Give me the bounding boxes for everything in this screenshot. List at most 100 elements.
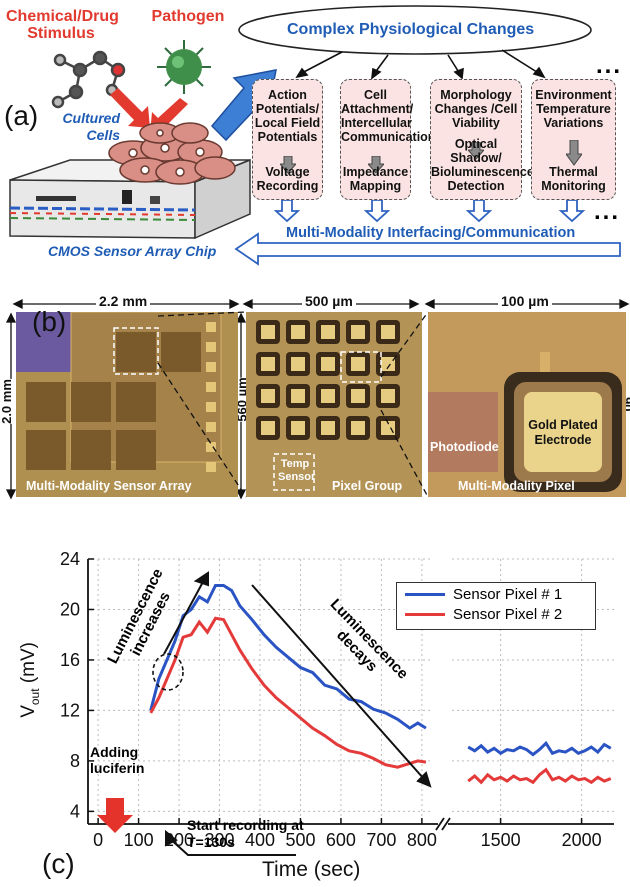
pixel-render [428, 312, 626, 497]
photodiode-label: Photodiode [430, 440, 499, 454]
pixel-electrode [321, 325, 335, 339]
electrode-label: Gold Plated Electrode [528, 418, 598, 447]
pathogen-icon [157, 40, 211, 94]
sensor-array-micrograph: Multi-Modality Sensor Array [16, 312, 238, 497]
y-tick-label: 20 [60, 599, 80, 619]
pixel-electrode [291, 389, 305, 403]
y-axis-label-main: V [18, 705, 40, 718]
caption-pixel: Multi-Modality Pixel [458, 479, 575, 493]
branch-arrows [295, 49, 546, 80]
y-tick-label: 12 [60, 700, 80, 720]
modality-top-text: Cell Attachment/ Intercellular Communica… [341, 88, 436, 144]
y-tick-label: 16 [60, 650, 80, 670]
series-line-2 [149, 616, 427, 769]
pixel-electrode [291, 357, 305, 371]
caption-sensor-array: Multi-Modality Sensor Array [26, 479, 192, 493]
y-axis-label-unit: (mV) [18, 641, 40, 689]
annotation-luciferin: Adding luciferin [90, 744, 145, 776]
gray-down-arrow-icon [279, 156, 296, 174]
start-recording-marker [152, 653, 184, 691]
interface-label: Multi-Modality Interfacing/Communication [286, 225, 576, 241]
x-tick-label: 400 [245, 830, 275, 850]
pixel-electrode [261, 389, 275, 403]
panel-b-label: (b) [32, 306, 67, 337]
modality-box-optical: Morphology Changes /Cell Viability Optic… [430, 79, 534, 200]
ellipsis-top: ... [596, 52, 623, 79]
pixel-electrode [351, 389, 365, 403]
x-tick-label: 100 [124, 830, 154, 850]
interface-arrow [234, 232, 621, 266]
x-tick-label: 1500 [481, 830, 521, 850]
modality-box-voltage: Action Potentials/ Local Field Potential… [252, 79, 323, 200]
series-line-2-late [467, 767, 612, 785]
x-tick-label: 300 [205, 830, 235, 850]
chip-label: CMOS Sensor Array Chip [48, 243, 217, 259]
pixel-electrode [261, 325, 275, 339]
dimension-width-array: 2.2 mm [96, 293, 151, 309]
pixel-electrode [261, 421, 275, 435]
x-tick-label: 600 [326, 830, 356, 850]
legend-item-2: Sensor Pixel # 2 [405, 606, 562, 623]
legend-swatch-2 [405, 613, 445, 616]
panel-c-label: (c) [42, 848, 75, 879]
pixel-electrode [381, 325, 395, 339]
cultured-cells-label: Cultured Cells [62, 110, 120, 143]
annotation-start: Start recording at T=130s [187, 817, 304, 850]
pathogen-label: Pathogen [151, 8, 225, 25]
annotation-arrows [163, 571, 432, 856]
gray-down-arrow-icon [565, 140, 582, 166]
pixel-electrode [291, 421, 305, 435]
pixel-electrode [381, 389, 395, 403]
modality-bottom-text: Impedance Mapping [342, 165, 409, 193]
legend-item-1: Sensor Pixel # 1 [405, 586, 562, 603]
legend-label-2: Sensor Pixel # 2 [453, 606, 563, 623]
chart-axes [87, 559, 614, 831]
pixel-electrode [261, 357, 275, 371]
temp-sensor-label: Temp Sensor [278, 458, 316, 483]
dimension-width-group: 500 µm [302, 293, 356, 309]
pixel-electrode [321, 421, 335, 435]
pixel-electrode [351, 357, 365, 371]
modality-bottom-text: Thermal Monitoring [541, 165, 606, 193]
x-tick-label: 500 [285, 830, 315, 850]
modality-bottom-text: Optical Shadow/ Bioluminescence Detectio… [431, 137, 534, 193]
ellipse-title: Complex Physiological Changes [287, 21, 535, 38]
sensor-array-render [16, 312, 238, 497]
y-tick-label: 24 [60, 549, 80, 569]
pixel-micrograph: Photodiode Gold Plated Electrode Multi-M… [428, 312, 626, 497]
pixel-group-micrograph: Temp Sensor Pixel Group [246, 312, 422, 497]
molecule-icon [51, 50, 126, 109]
y-axis-label: Vout (mV) [18, 642, 42, 718]
modality-box-thermal: Environment Temperature Variations Therm… [531, 79, 616, 200]
pixel-electrode [381, 357, 395, 371]
modality-bottom-text: Voltage Recording [256, 165, 319, 193]
y-axis-label-sub: out [27, 688, 42, 706]
modality-box-impedance: Cell Attachment/ Intercellular Communica… [340, 79, 436, 200]
pixel-electrode [321, 357, 335, 371]
legend-label-1: Sensor Pixel # 1 [453, 586, 563, 603]
y-tick-label: 8 [70, 751, 80, 771]
chemical-stimulus-label: Chemical/Drug Stimulus [6, 8, 119, 42]
pixel-electrode [351, 421, 365, 435]
pixel-electrode [321, 389, 335, 403]
luciferin-arrow-icon [97, 798, 133, 833]
legend-swatch-1 [405, 593, 445, 596]
pixel-group-render [246, 312, 422, 497]
x-tick-label: 200 [164, 830, 194, 850]
cultured-cells [108, 122, 236, 185]
axis-break-mark [435, 817, 445, 831]
panel-a-label: (a) [4, 100, 39, 131]
series-line-1-late [467, 740, 612, 757]
pixel-electrode [351, 325, 365, 339]
x-axis-label: Time (sec) [262, 858, 361, 881]
y-tick-label: 4 [70, 801, 80, 821]
x-tick-label: 2000 [562, 830, 602, 850]
ellipsis-bottom: ... [594, 198, 621, 225]
gray-down-arrow-icon [367, 156, 384, 174]
dimension-width-pixel: 100 µm [498, 293, 552, 309]
panel-a-graphics [9, 5, 621, 266]
gray-down-arrow-icon [468, 142, 484, 160]
pixel-electrode [381, 421, 395, 435]
